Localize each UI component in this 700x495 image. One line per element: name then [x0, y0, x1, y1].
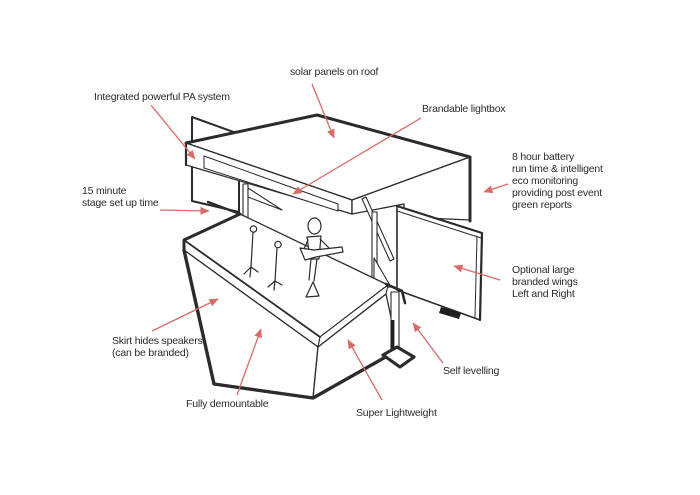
- mic-stand-2: [267, 240, 283, 291]
- right-wing-panel: [395, 204, 484, 322]
- arrow-lightbox: [292, 117, 422, 195]
- arrow-setup-time: [159, 206, 210, 215]
- arrow-wings: [453, 264, 501, 281]
- guitar: [299, 246, 344, 261]
- label-solar-panels: solar panels on roof: [290, 66, 379, 78]
- arrow-levelling: [412, 322, 444, 364]
- levelling-foot: [381, 345, 416, 369]
- brace-left: [247, 187, 283, 211]
- diagonal-strut-right: [361, 196, 395, 262]
- support-leg: [381, 282, 416, 369]
- arrow-pa-system: [150, 104, 196, 160]
- label-demountable: Fully demountable: [186, 398, 269, 410]
- label-setup-time: 15 minute stage set up time: [82, 185, 159, 209]
- stage-deck: [182, 200, 389, 348]
- label-pa-system: Integrated powerful PA system: [94, 91, 230, 103]
- arrow-lightweight: [347, 339, 383, 401]
- mic-stand-1: [243, 225, 259, 278]
- arrow-solar-panels: [311, 83, 335, 139]
- stage-roof: [184, 113, 472, 223]
- arrow-battery: [483, 183, 509, 194]
- wing-bracket: [384, 282, 407, 305]
- performers: [243, 217, 344, 298]
- arrow-skirt: [151, 298, 219, 332]
- guitarist-figure: [299, 217, 344, 298]
- label-levelling: Self levelling: [443, 365, 500, 377]
- rear-post-left: [242, 183, 249, 220]
- label-wings: Optional large branded wings Left and Ri…: [512, 264, 578, 300]
- label-lightbox: Brandable lightbox: [422, 103, 506, 115]
- label-lightweight: Super Lightweight: [356, 407, 437, 419]
- label-battery: 8 hour battery run time & intelligent ec…: [512, 151, 603, 211]
- arrow-demountable: [236, 328, 262, 396]
- wing-handle-tab: [439, 307, 461, 319]
- label-skirt: Skirt hides speakers (can be branded): [112, 335, 203, 359]
- annotation-arrows: [150, 83, 509, 401]
